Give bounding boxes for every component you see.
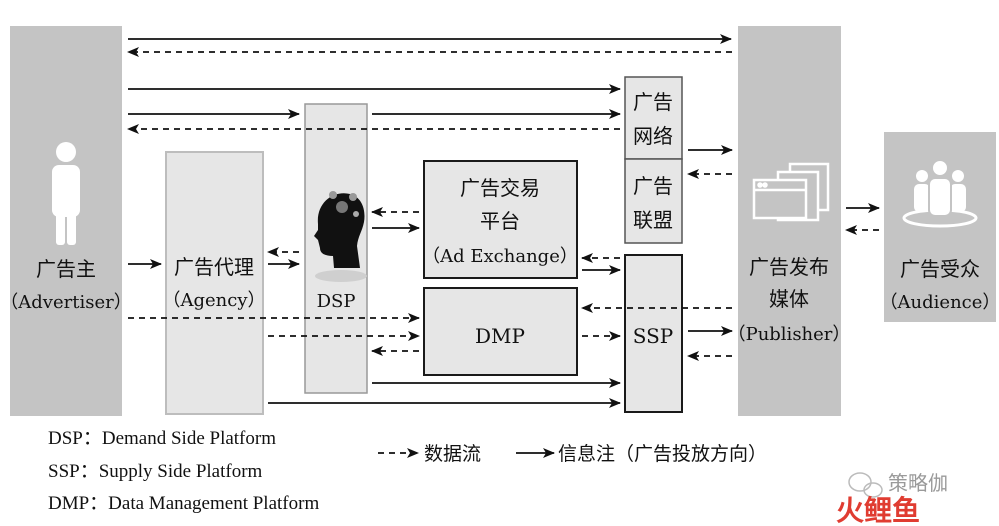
watermark-text: 策略伽: [888, 471, 948, 495]
legend-dsp-definition: DSP：Demand Side Platform: [48, 428, 276, 449]
agency-sublabel: （Agency）: [162, 290, 265, 311]
ad-network-label-2: 网络: [633, 124, 673, 148]
group-people-icon: [902, 159, 978, 228]
ad-alliance-box: [624, 158, 683, 244]
ssp-box: [624, 254, 683, 413]
ad-network-label-1: 广告: [633, 90, 673, 114]
advertiser-sublabel: （Advertiser）: [0, 292, 131, 313]
data-flow-arrows: [127, 47, 879, 361]
dmp-box: [423, 287, 578, 376]
advertiser-column: [10, 26, 122, 416]
wechat-icon: [848, 472, 883, 498]
ad-network-box: [624, 76, 683, 160]
brain-gears-icon: [312, 191, 367, 284]
publisher-label-2: 媒体: [769, 287, 809, 311]
audience-sublabel: （Audience）: [880, 292, 999, 313]
agency-label: 广告代理: [174, 255, 254, 279]
publisher-label-1: 广告发布: [749, 255, 829, 279]
legend-info-flow: 信息注（广告投放方向）: [558, 443, 767, 465]
ad-exchange-label-1: 广告交易: [460, 176, 540, 200]
advertiser-label: 广告主: [36, 257, 96, 281]
browser-windows-icon: [752, 162, 830, 222]
dmp-label: DMP: [475, 324, 525, 348]
audience-label: 广告受众: [900, 257, 980, 281]
ad-exchange-label-3: （Ad Exchange）: [422, 246, 578, 267]
ad-exchange-box: [423, 160, 578, 279]
person-icon: [52, 142, 80, 245]
ad-alliance-label-2: 联盟: [633, 208, 673, 232]
watermark-logo: 火鲤鱼: [836, 494, 920, 526]
legend-ssp-definition: SSP：Supply Side Platform: [48, 461, 263, 482]
publisher-label-3: （Publisher）: [728, 324, 851, 345]
legend-dmp-definition: DMP：Data Management Platform: [48, 493, 319, 514]
legend-data-flow: 数据流: [424, 443, 481, 465]
ad-alliance-label-1: 广告: [633, 174, 673, 198]
agency-column: [165, 151, 264, 415]
ad-exchange-label-2: 平台: [480, 209, 520, 233]
ssp-label: SSP: [633, 324, 674, 348]
info-flow-arrows: [128, 34, 880, 408]
dsp-label: DSP: [317, 291, 356, 312]
